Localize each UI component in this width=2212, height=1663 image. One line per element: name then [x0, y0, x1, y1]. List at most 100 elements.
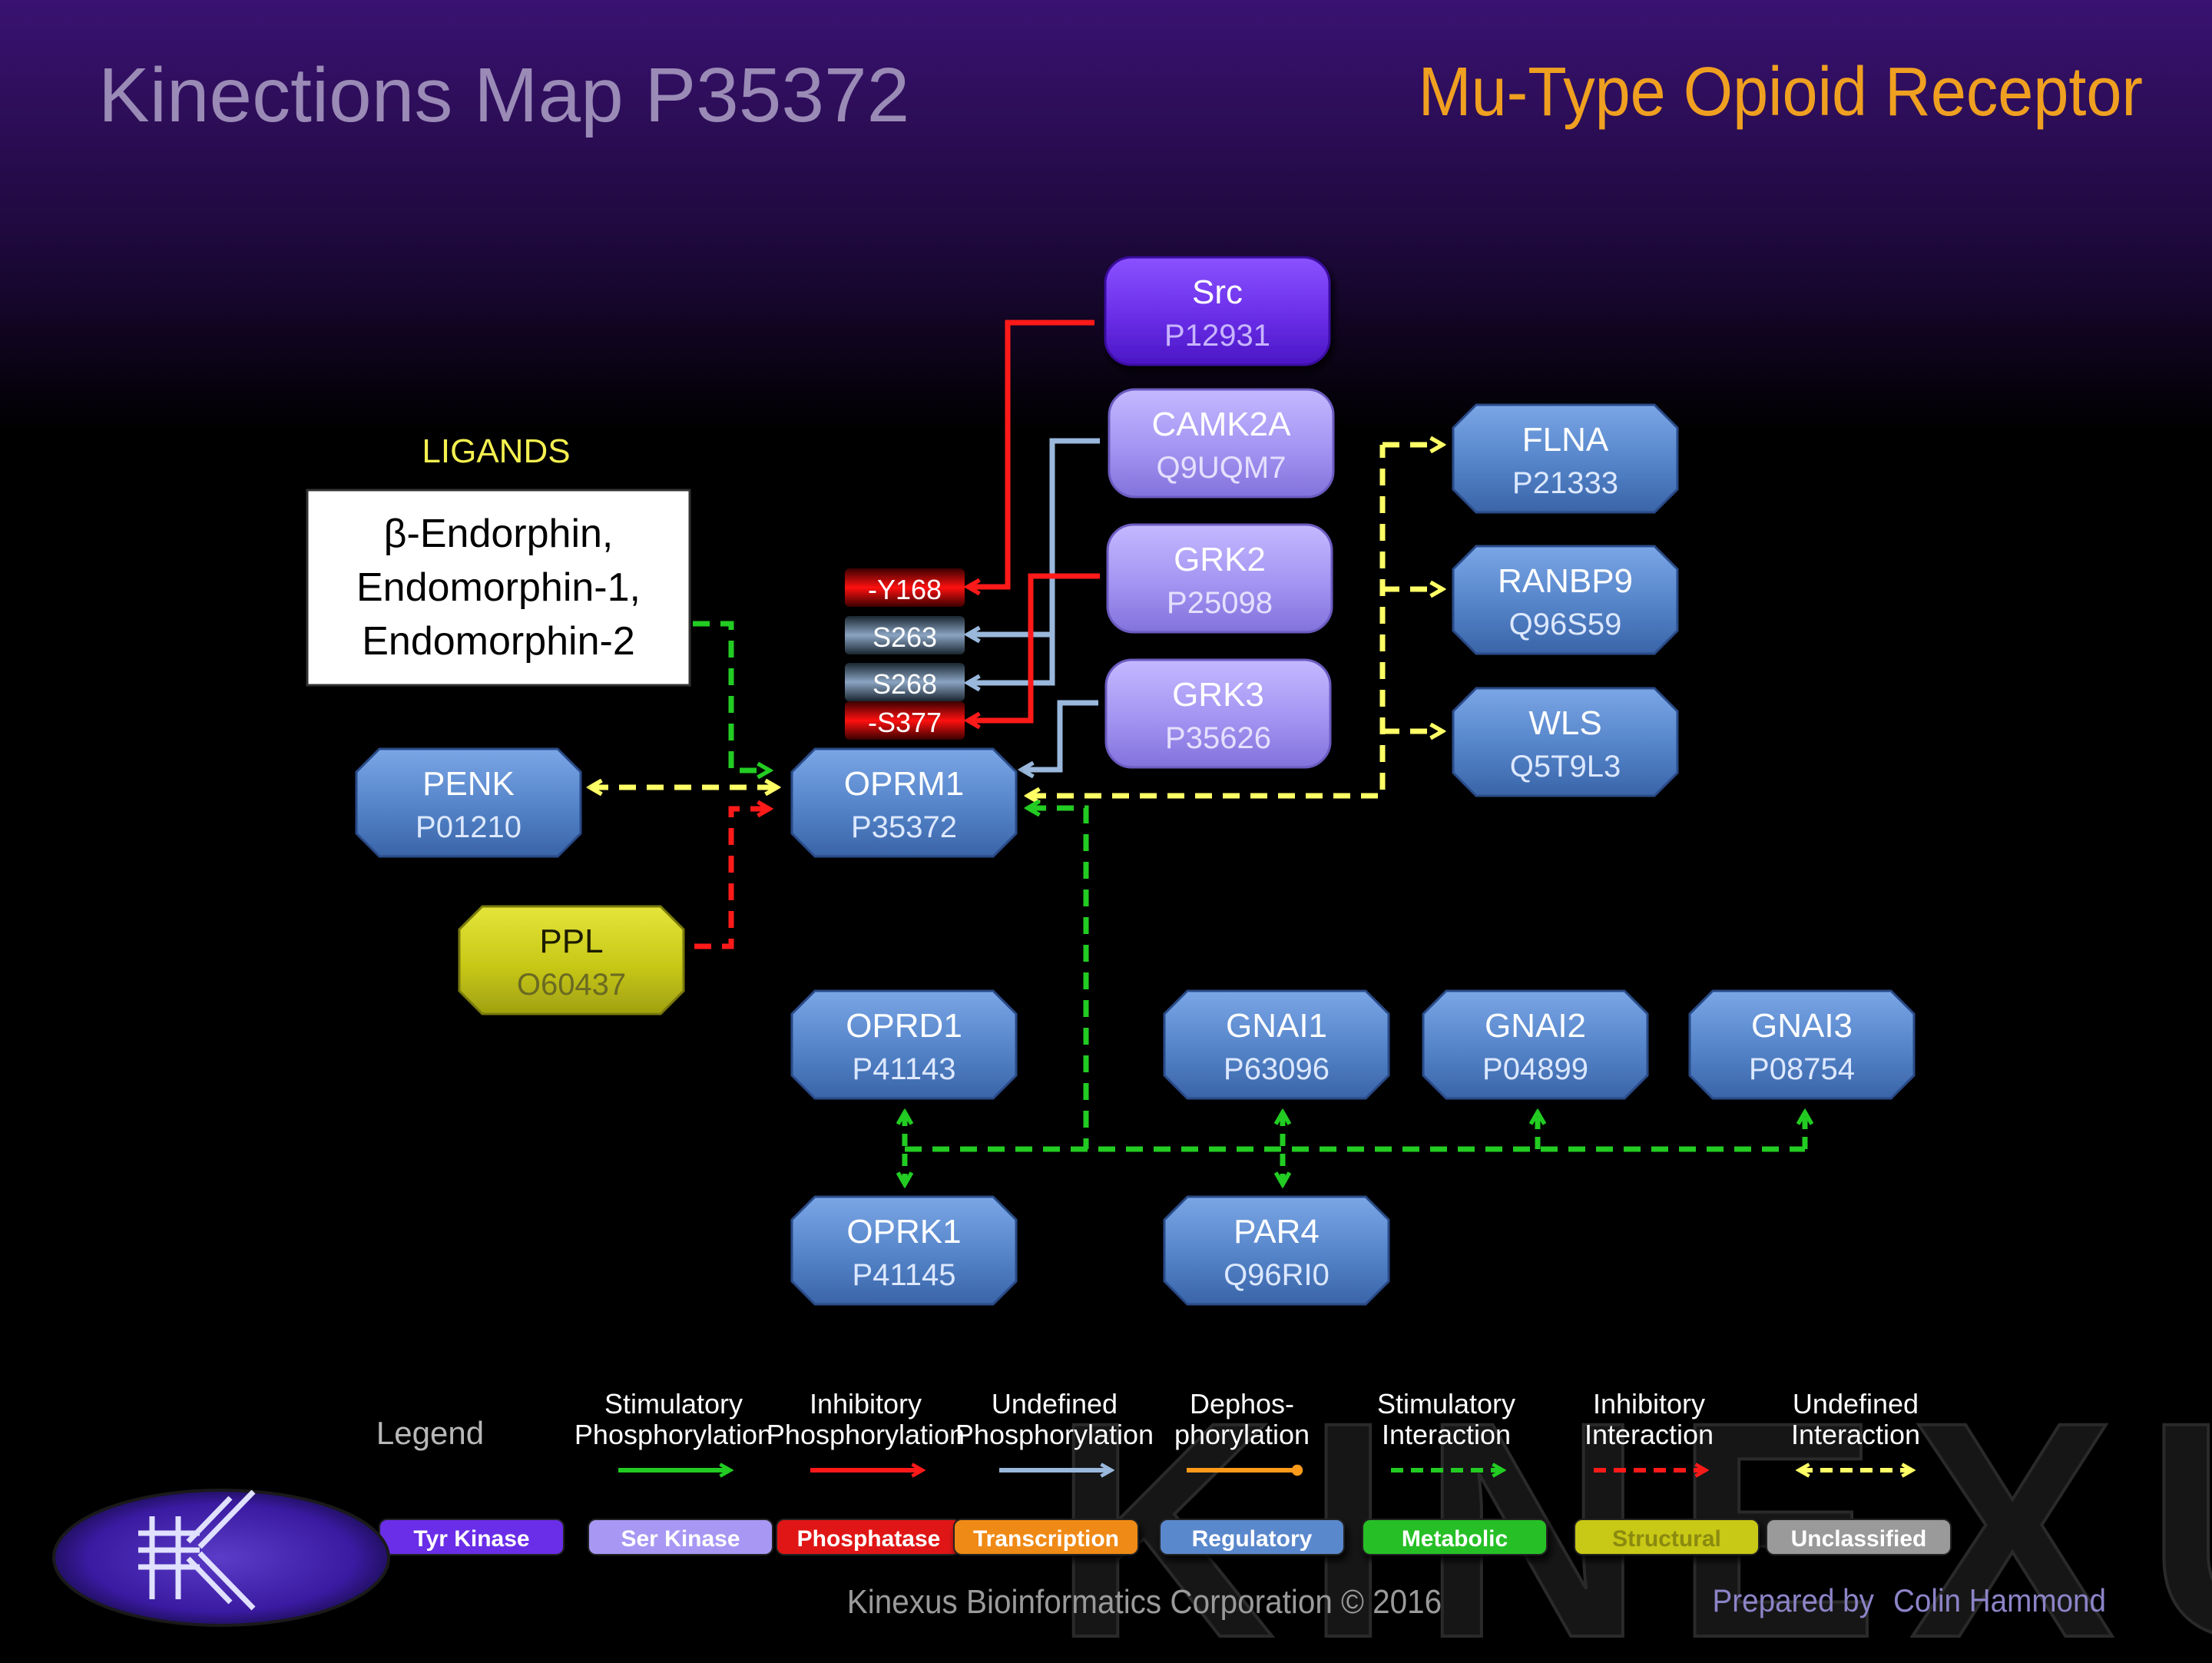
- edge-ppl-oprm1: [694, 809, 768, 949]
- node-body: [790, 1195, 1018, 1306]
- kinexus-logo: [52, 1489, 390, 1627]
- legend-swatch: [953, 1519, 1139, 1555]
- node-body: [1104, 658, 1332, 769]
- legend-category-label: Regulatory: [1192, 1526, 1313, 1552]
- legend-category-label: Ser Kinase: [621, 1526, 740, 1552]
- legend-edge-label: Phosphorylation: [955, 1419, 1154, 1450]
- site-y168[interactable]: -Y168: [845, 568, 965, 607]
- node-name: GNAI1: [1226, 1007, 1327, 1045]
- edge-ligands-oprm1: [693, 621, 768, 770]
- legend-category-label: Phosphatase: [797, 1526, 941, 1552]
- legend-edge-types: StimulatoryPhosphorylationInhibitoryPhos…: [575, 1388, 1920, 1470]
- legend-edge-label: Undefined: [992, 1388, 1118, 1420]
- legend-category-label: Tyr Kinase: [413, 1526, 529, 1552]
- node-body: [355, 747, 582, 858]
- node-accession: Q9UQM7: [1157, 451, 1286, 485]
- edge-grk3-oprm1: [1023, 700, 1098, 770]
- author-name: Colin Hammond: [1893, 1582, 2106, 1618]
- node-name: OPRD1: [846, 1007, 962, 1045]
- node-accession: P08754: [1749, 1052, 1855, 1086]
- node-accession: P04899: [1482, 1052, 1588, 1086]
- node-name: OPRM1: [844, 765, 964, 803]
- site-s263[interactable]: S263: [845, 616, 965, 654]
- node-body: [1163, 989, 1390, 1100]
- site-s377[interactable]: -S377: [845, 701, 965, 740]
- legend-edge-label: phorylation: [1174, 1419, 1310, 1450]
- node-name: GNAI2: [1485, 1007, 1586, 1045]
- legend-category-phosphatase: Phosphatase: [776, 1519, 962, 1555]
- legend-swatch: [588, 1519, 773, 1555]
- node-body: [1452, 403, 1679, 514]
- edge-src-y168: [969, 320, 1094, 587]
- edge-oprm1-bus: [1029, 808, 1089, 1149]
- node-accession: P25098: [1167, 586, 1273, 620]
- node-body: [458, 905, 685, 1015]
- node-accession: P63096: [1224, 1052, 1330, 1086]
- legend-categories: Tyr Kinase Ser Kinase Phosphatase Transcrip…: [379, 1519, 1952, 1555]
- ligands-box: [306, 489, 691, 687]
- legend-swatch: [1159, 1519, 1345, 1555]
- legend-category-tyr-kinase: Tyr Kinase: [379, 1519, 565, 1555]
- legend-edge-label: Stimulatory: [604, 1388, 743, 1420]
- legend-swatch: [1766, 1519, 1952, 1555]
- legend-category-unclassified: Unclassified: [1766, 1519, 1952, 1555]
- node-accession: P12931: [1164, 319, 1270, 353]
- node-accession: Q96S59: [1509, 608, 1622, 641]
- node-accession: P01210: [416, 810, 522, 844]
- node-accession: P35372: [851, 810, 957, 844]
- legend-edge-label: Interaction: [1584, 1419, 1714, 1450]
- legend-category-label: Metabolic: [1402, 1526, 1508, 1552]
- legend-edge-label: Interaction: [1382, 1419, 1511, 1450]
- node-body: [1452, 545, 1679, 655]
- node-body: [1163, 1195, 1390, 1306]
- legend-edge-label: Inhibitory: [1593, 1388, 1705, 1420]
- node-layer: SrcP12931CAMK2AQ9UQM7GRK2P25098GRK3P3562…: [355, 256, 1916, 1306]
- legend-swatch: [1362, 1519, 1548, 1555]
- legend-category-label: Unclassified: [1791, 1526, 1927, 1552]
- node-name: GNAI3: [1751, 1007, 1853, 1045]
- legend-edge-label: Phosphorylation: [575, 1419, 773, 1450]
- node-accession: P35626: [1165, 721, 1271, 755]
- node-accession: Q96RI0: [1224, 1258, 1330, 1292]
- header-band: [0, 0, 2212, 430]
- node-body: [1452, 687, 1679, 797]
- copyright-text: Kinexus Bioinformatics Corporation © 201…: [847, 1582, 1442, 1620]
- legend-category-label: Transcription: [973, 1526, 1119, 1552]
- edge-layer: [591, 320, 1805, 1183]
- legend-category-label: Structural: [1612, 1526, 1721, 1552]
- legend-category-transcription: Transcription: [953, 1519, 1139, 1555]
- legend-edge-label: Interaction: [1791, 1419, 1920, 1450]
- node-name: RANBP9: [1498, 562, 1633, 600]
- site-s268[interactable]: S268: [845, 663, 965, 701]
- legend-edge-label: Stimulatory: [1377, 1388, 1515, 1420]
- legend-category-structural: Structural: [1574, 1519, 1760, 1555]
- protein-name: Mu-Type Opioid Receptor: [1419, 54, 2143, 131]
- node-name: OPRK1: [846, 1213, 961, 1251]
- node-accession: O60437: [517, 968, 626, 1002]
- legend-edge-label: Inhibitory: [810, 1388, 922, 1420]
- site-label: -Y168: [868, 574, 942, 605]
